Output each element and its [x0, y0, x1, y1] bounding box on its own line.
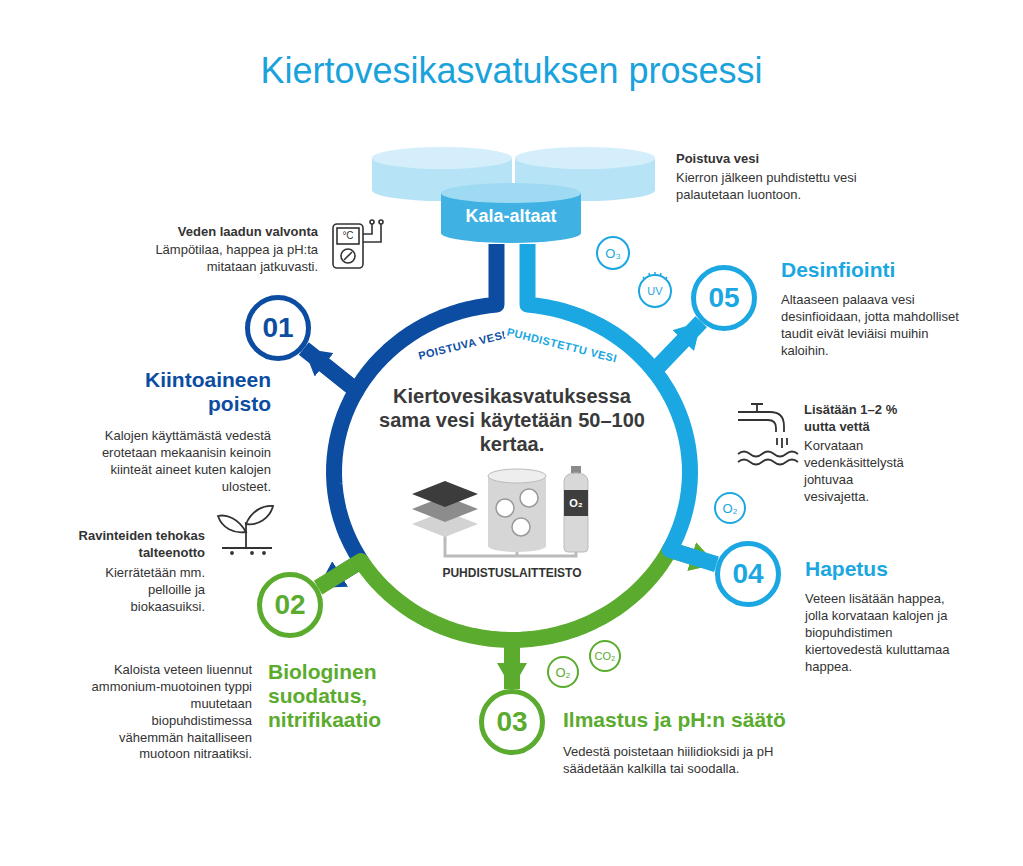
note-text: Lämpötilaa, happea ja pH:ta mitataan jat… [148, 242, 318, 276]
step-heading: Desinfiointi [781, 258, 1001, 282]
chemical-badge: O₂ [547, 656, 579, 688]
tank-label: Kala-altaat [440, 206, 582, 227]
chemical-symbol: O₂ [714, 492, 746, 524]
tank-top [441, 183, 581, 203]
step-circle: 05DesinfiointiAltaaseen palaava vesi des… [691, 265, 757, 331]
flow-arrow [324, 244, 496, 391]
flow-arrow [654, 341, 716, 565]
circle-outline [590, 641, 620, 671]
equipment-label: PUHDISTUSLAITTEISTO [412, 566, 612, 580]
bottle-label: O₂ [560, 494, 592, 512]
chemical-badge: O₃ [596, 236, 630, 270]
step-number: 02 [257, 572, 323, 638]
step-circle: 03Ilmastus ja pH:n säätöVedestä poisteta… [479, 689, 545, 755]
chemical-symbol: O₂ [547, 656, 579, 688]
note-text: Kierron jälkeen puhdistettu vesi palaute… [676, 170, 891, 204]
step-number: 03 [479, 689, 545, 755]
step-heading: Biologinen suodatus, nitrifikaatio [268, 660, 418, 732]
circle-outline [715, 493, 745, 523]
chemical-symbol: UV [638, 274, 672, 308]
note-text: Korvataan vedenkäsittelystä johtuvaa ves… [804, 438, 919, 506]
bottle-body [564, 473, 588, 552]
chemical-symbol: O₃ [596, 236, 630, 270]
flow-arrow [304, 349, 361, 574]
meter-icon [333, 220, 383, 268]
step-number: 05 [691, 265, 757, 331]
center-statement: Kiertovesikasvatuksessa sama vesi käytet… [377, 384, 647, 456]
diagram-title: Kiertovesikasvatuksen prosessi [0, 50, 1023, 92]
step-heading: Hapetus [805, 557, 1005, 581]
step-description: Vedestä poistetaan hiilidioksidi ja pH s… [563, 744, 828, 778]
chemical-badge: O₂ [714, 492, 746, 524]
note-text: Kierrätetään mm. pelloille ja biokaasuik… [80, 565, 205, 616]
circle-outline [548, 657, 578, 687]
step-circle: 02Biologinen suodatus, nitrifikaatioKalo… [257, 572, 323, 638]
chemical-badge: CO₂ [589, 640, 621, 672]
note-heading: Poistuva vesi [676, 151, 896, 168]
chemical-symbol: CO₂ [589, 640, 621, 672]
step-heading: Ilmastus ja pH:n säätö [563, 708, 863, 732]
purification-equipment [412, 469, 576, 556]
note-heading: Veden laadun valvonta [118, 224, 318, 241]
step-number: 01 [245, 295, 311, 361]
fish-tank: Kala-altaat [440, 182, 582, 244]
step-description: Kalojen käyttämästä vedestä erotetaan me… [81, 428, 271, 496]
circle-outline [597, 237, 629, 269]
plant-icon [218, 506, 273, 554]
step-number: 04 [715, 541, 781, 607]
step-description: Veteen lisätään happea, jolla korvataan … [805, 591, 970, 675]
step-heading: Kiintoaineen poisto [91, 368, 271, 416]
note-heading: Lisätään 1–2 % uutta vettä [804, 402, 919, 436]
step-circle: 04HapetusVeteen lisätään happea, jolla k… [715, 541, 781, 607]
circle-outline [639, 275, 671, 307]
gas-bottle: O₂ [560, 466, 592, 552]
flow-label: POISTUVA VESI [415, 328, 509, 362]
meter-unit: °C [338, 229, 358, 243]
step-circle: 01Kiintoaineen poistoKalojen käyttämästä… [245, 295, 311, 361]
note-heading: Ravinteiden tehokas talteenotto [65, 528, 205, 562]
chemical-badge: UV [638, 274, 672, 308]
step-description: Altaaseen palaava vesi desinfioidaan, jo… [781, 292, 961, 360]
step-description: Kaloista veteen liuennut ammonium-muotoi… [87, 662, 252, 763]
tap-icon [738, 404, 798, 465]
